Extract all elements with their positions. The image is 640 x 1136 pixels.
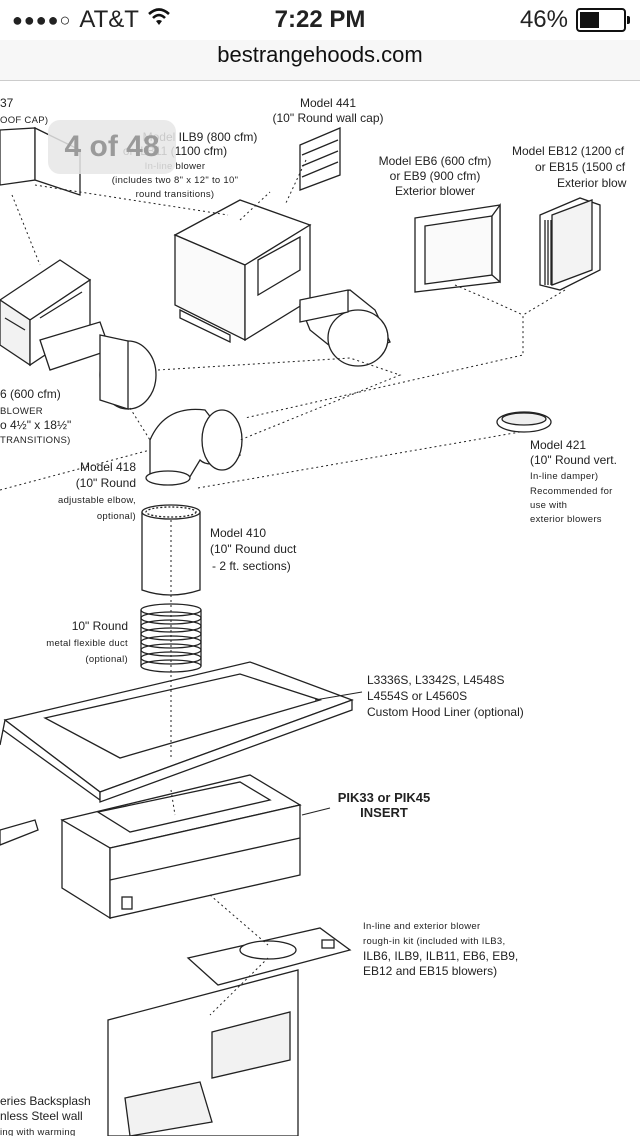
roof-cap-label-2: OOF CAP) <box>0 115 48 126</box>
status-bar: ●●●●○ AT&T 7:22 PM 46% <box>0 0 640 40</box>
model421-label-4: Recommended for <box>530 486 613 497</box>
ilb9-label-4: (includes two 8" x 12" to 10" <box>112 175 239 186</box>
damper-421-drawing <box>496 411 552 433</box>
url-text[interactable]: bestrangehoods.com <box>217 42 423 67</box>
signal-strength-icon: ●●●●○ <box>12 9 72 30</box>
ilb6-label-3: o 4½" x 18½" <box>0 418 71 432</box>
liner-label-1: L3336S, L3342S, L4548S <box>367 673 504 687</box>
address-bar[interactable]: bestrangehoods.com <box>0 40 640 81</box>
ilb6-label-2: BLOWER <box>0 406 43 417</box>
wall-cap-441-drawing <box>299 127 341 191</box>
backsplash-drawing <box>107 969 299 1136</box>
insert-label-2: INSERT <box>360 805 408 820</box>
rough-in-label-3: ILB6, ILB9, ILB11, EB6, EB9, <box>363 949 518 963</box>
roof-cap-label-1: 37 <box>0 96 14 110</box>
rough-in-label-4: EB12 and EB15 blowers) <box>363 964 497 978</box>
rough-in-label-2: rough-in kit (included with ILB3, <box>363 936 505 947</box>
rough-in-label-1: In-line and exterior blower <box>363 921 480 932</box>
flex-duct-label-2: metal flexible duct <box>46 638 128 649</box>
model418-label-3: adjustable elbow, <box>58 495 136 506</box>
model418-label-1: Model 418 <box>80 460 136 474</box>
model410-label-2: (10" Round duct <box>210 542 297 556</box>
eb6-label-2: or EB9 (900 cfm) <box>390 169 481 183</box>
eb12-label-3: Exterior blow <box>557 176 627 190</box>
diagram-labels: 37 OOF CAP) Model ILB9 (800 cfm) or ILB1… <box>0 96 627 1136</box>
document-viewer[interactable]: 37 OOF CAP) Model ILB9 (800 cfm) or ILB1… <box>0 81 640 1136</box>
backsplash-label-1: eries Backsplash <box>0 1094 91 1108</box>
model421-label-1: Model 421 <box>530 438 586 452</box>
model418-label-4: optional) <box>97 511 136 522</box>
insert-label-1: PIK33 or PIK45 <box>338 790 431 805</box>
page-counter-badge: 4 of 48 <box>48 120 176 174</box>
eb12-label-2: or EB15 (1500 cf <box>535 160 626 174</box>
carrier-label: AT&T <box>79 6 139 33</box>
battery-percent: 46% <box>519 6 568 33</box>
eb6-label-3: Exterior blower <box>395 184 475 198</box>
ilb6-label-4: TRANSITIONS) <box>0 435 71 446</box>
connector-lines <box>0 159 566 1016</box>
model410-label-3: - 2 ft. sections) <box>212 559 291 573</box>
model410-label-1: Model 410 <box>210 526 266 540</box>
ilb9-label-5: round transitions) <box>136 189 215 200</box>
status-left: ●●●●○ AT&T <box>12 6 171 34</box>
elbow-418-drawing <box>145 408 243 486</box>
eb6-blower-drawing <box>414 203 501 293</box>
model421-label-5: use with <box>530 500 567 511</box>
eb6-label-1: Model EB6 (600 cfm) <box>379 154 492 168</box>
battery-icon <box>576 8 630 32</box>
insert-pik-drawing <box>0 774 302 920</box>
duct-410-drawing <box>141 504 201 596</box>
model421-label-2: (10" Round vert. <box>530 453 617 467</box>
model421-label-3: In-line damper) <box>530 471 598 482</box>
backsplash-label-3: ing with warming <box>0 1127 76 1136</box>
backsplash-label-2: nless Steel wall <box>0 1109 83 1123</box>
flex-duct-label-3: (optional) <box>85 654 128 665</box>
model441-label-2: (10" Round wall cap) <box>273 111 384 125</box>
leader-lines <box>301 691 363 816</box>
rough-in-kit-drawing <box>186 927 352 986</box>
model418-label-2: (10" Round <box>76 476 136 490</box>
clock: 7:22 PM <box>274 6 366 33</box>
liner-label-3: Custom Hood Liner (optional) <box>367 705 524 719</box>
battery-fill <box>580 12 600 28</box>
status-right: 46% <box>519 6 630 34</box>
eb12-blower-drawing <box>539 197 601 291</box>
ilb6-blower-drawing <box>0 259 157 410</box>
hood-liner-drawing <box>0 661 354 803</box>
flex-duct-label-1: 10" Round <box>72 619 128 633</box>
ilb6-label-1: 6 (600 cfm) <box>0 387 61 401</box>
eb12-label-1: Model EB12 (1200 cf <box>512 144 625 158</box>
liner-label-2: L4554S or L4560S <box>367 689 467 703</box>
model441-label-1: Model 441 <box>300 96 356 110</box>
exploded-parts-diagram: 37 OOF CAP) Model ILB9 (800 cfm) or ILB1… <box>0 96 627 1136</box>
model421-label-6: exterior blowers <box>530 514 602 525</box>
wifi-icon <box>147 6 171 34</box>
ilb9-blower-drawing <box>173 199 391 367</box>
